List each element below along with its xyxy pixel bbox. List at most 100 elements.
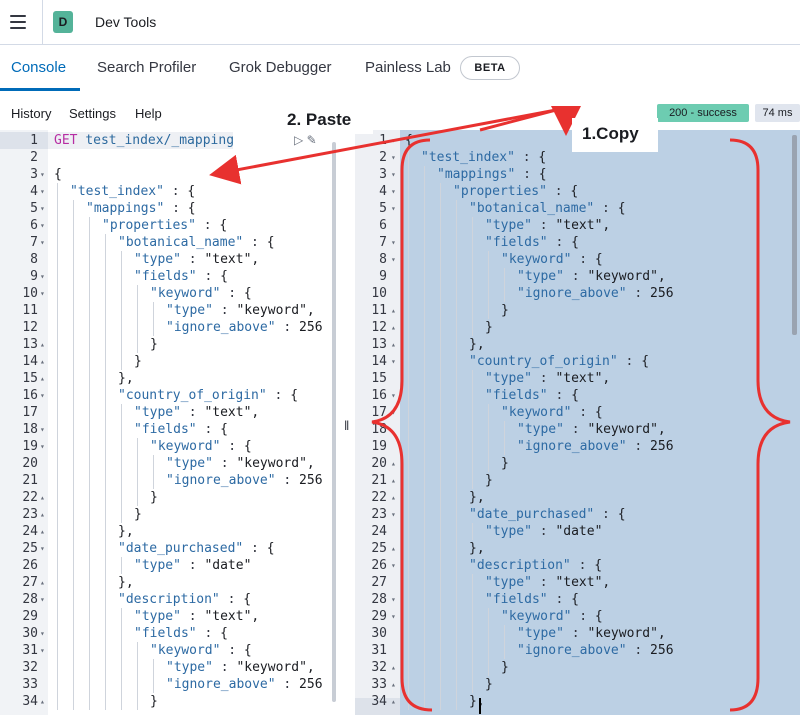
tab-console[interactable]: Console [11, 59, 67, 76]
fold-toggle-icon[interactable]: ▾ [391, 170, 396, 179]
fold-toggle-icon[interactable]: ▾ [40, 221, 45, 230]
indent-guide [137, 438, 138, 455]
fold-toggle-icon[interactable]: ▾ [40, 646, 45, 655]
fold-toggle-icon[interactable]: ▾ [40, 272, 45, 281]
fold-end-icon: ▴ [40, 357, 45, 366]
indent-guide [57, 438, 58, 455]
response-editor[interactable]: 1▾{2▾"test_index" : {3▾"mappings" : {4▾"… [355, 130, 800, 715]
indent-guide [73, 217, 74, 234]
code-line: "type" : "text", [134, 609, 260, 624]
tab-search-profiler[interactable]: Search Profiler [97, 59, 197, 76]
fold-toggle-icon[interactable]: ▾ [40, 289, 45, 298]
indent-guide [408, 438, 409, 455]
line-number: 22 [22, 490, 38, 505]
indent-guide [105, 659, 106, 676]
indent-guide [105, 625, 106, 642]
indent-guide [153, 659, 154, 676]
fold-toggle-icon[interactable]: ▾ [391, 595, 396, 604]
indent-guide [57, 557, 58, 574]
indent-guide [121, 455, 122, 472]
indent-guide [408, 353, 409, 370]
hamburger-icon[interactable] [10, 15, 26, 29]
indent-guide [408, 659, 409, 676]
pane-resize-handle[interactable]: ‖ [344, 418, 350, 433]
text-cursor [479, 698, 481, 714]
code-line: "type" : "keyword", [166, 456, 315, 471]
indent-guide [89, 608, 90, 625]
fold-toggle-icon[interactable]: ▾ [40, 442, 45, 451]
indent-guide [472, 251, 473, 268]
tab-painless-lab[interactable]: Painless Lab [365, 59, 451, 76]
fold-toggle-icon[interactable]: ▾ [391, 612, 396, 621]
indent-guide [472, 217, 473, 234]
fold-toggle-icon[interactable]: ▾ [391, 561, 396, 570]
fold-toggle-icon[interactable]: ▾ [391, 510, 396, 519]
indent-guide [57, 506, 58, 523]
indent-guide [424, 302, 425, 319]
fold-toggle-icon[interactable]: ▾ [391, 255, 396, 264]
indent-guide [153, 472, 154, 489]
indent-guide [57, 591, 58, 608]
fold-toggle-icon[interactable]: ▾ [40, 425, 45, 434]
menu-help[interactable]: Help [135, 106, 162, 121]
line-number: 26 [22, 558, 38, 573]
space-avatar[interactable]: D [53, 11, 73, 33]
indent-guide [472, 574, 473, 591]
wrench-icon[interactable]: ✎ [306, 133, 317, 147]
fold-toggle-icon[interactable]: ▾ [391, 153, 396, 162]
code-line: } [150, 490, 158, 505]
indent-guide [73, 523, 74, 540]
code-line: "mappings" : { [437, 167, 547, 182]
fold-toggle-icon[interactable]: ▾ [40, 170, 45, 179]
fold-toggle-icon[interactable]: ▾ [40, 187, 45, 196]
indent-guide [440, 455, 441, 472]
indent-guide [440, 183, 441, 200]
fold-toggle-icon[interactable]: ▾ [391, 391, 396, 400]
fold-toggle-icon[interactable]: ▾ [40, 629, 45, 638]
menu-history[interactable]: History [11, 106, 52, 121]
line-number: 28 [371, 592, 387, 607]
play-icon[interactable]: ▷ [294, 133, 304, 147]
request-scrollbar[interactable] [332, 142, 336, 702]
fold-toggle-icon[interactable]: ▾ [40, 544, 45, 553]
tab-grok-debugger[interactable]: Grok Debugger [229, 59, 332, 76]
indent-guide [424, 404, 425, 421]
fold-toggle-icon[interactable]: ▾ [40, 391, 45, 400]
indent-guide [408, 489, 409, 506]
request-actions[interactable]: ▷ ✎ [294, 133, 317, 147]
line-number: 17 [371, 405, 387, 420]
indent-guide [57, 455, 58, 472]
fold-toggle-icon[interactable]: ▾ [40, 204, 45, 213]
fold-toggle-icon[interactable]: ▾ [391, 408, 396, 417]
indent-guide [504, 285, 505, 302]
indent-guide [440, 693, 441, 710]
indent-guide [456, 370, 457, 387]
response-scrollbar[interactable] [792, 135, 797, 335]
fold-toggle-icon[interactable]: ▾ [40, 595, 45, 604]
indent-guide [89, 557, 90, 574]
code-line: "date_purchased" : { [118, 541, 275, 556]
line-number: 17 [22, 405, 38, 420]
fold-toggle-icon[interactable]: ▾ [391, 357, 396, 366]
code-line: "type" : "date" [134, 558, 252, 573]
indent-guide [73, 319, 74, 336]
fold-toggle-icon[interactable]: ▾ [391, 204, 396, 213]
indent-guide [472, 625, 473, 642]
code-line: "type" : "keyword", [517, 626, 666, 641]
code-line: "type" : "text", [485, 575, 611, 590]
menu-settings[interactable]: Settings [69, 106, 116, 121]
indent-guide [137, 285, 138, 302]
fold-toggle-icon[interactable]: ▾ [391, 238, 396, 247]
indent-guide [472, 404, 473, 421]
indent-guide [105, 438, 106, 455]
indent-guide [456, 676, 457, 693]
indent-guide [456, 285, 457, 302]
fold-toggle-icon[interactable]: ▾ [391, 136, 396, 145]
fold-toggle-icon[interactable]: ▾ [40, 238, 45, 247]
line-number: 32 [22, 660, 38, 675]
line-number: 29 [22, 609, 38, 624]
indent-guide [424, 506, 425, 523]
indent-guide [488, 251, 489, 268]
fold-toggle-icon[interactable]: ▾ [391, 187, 396, 196]
